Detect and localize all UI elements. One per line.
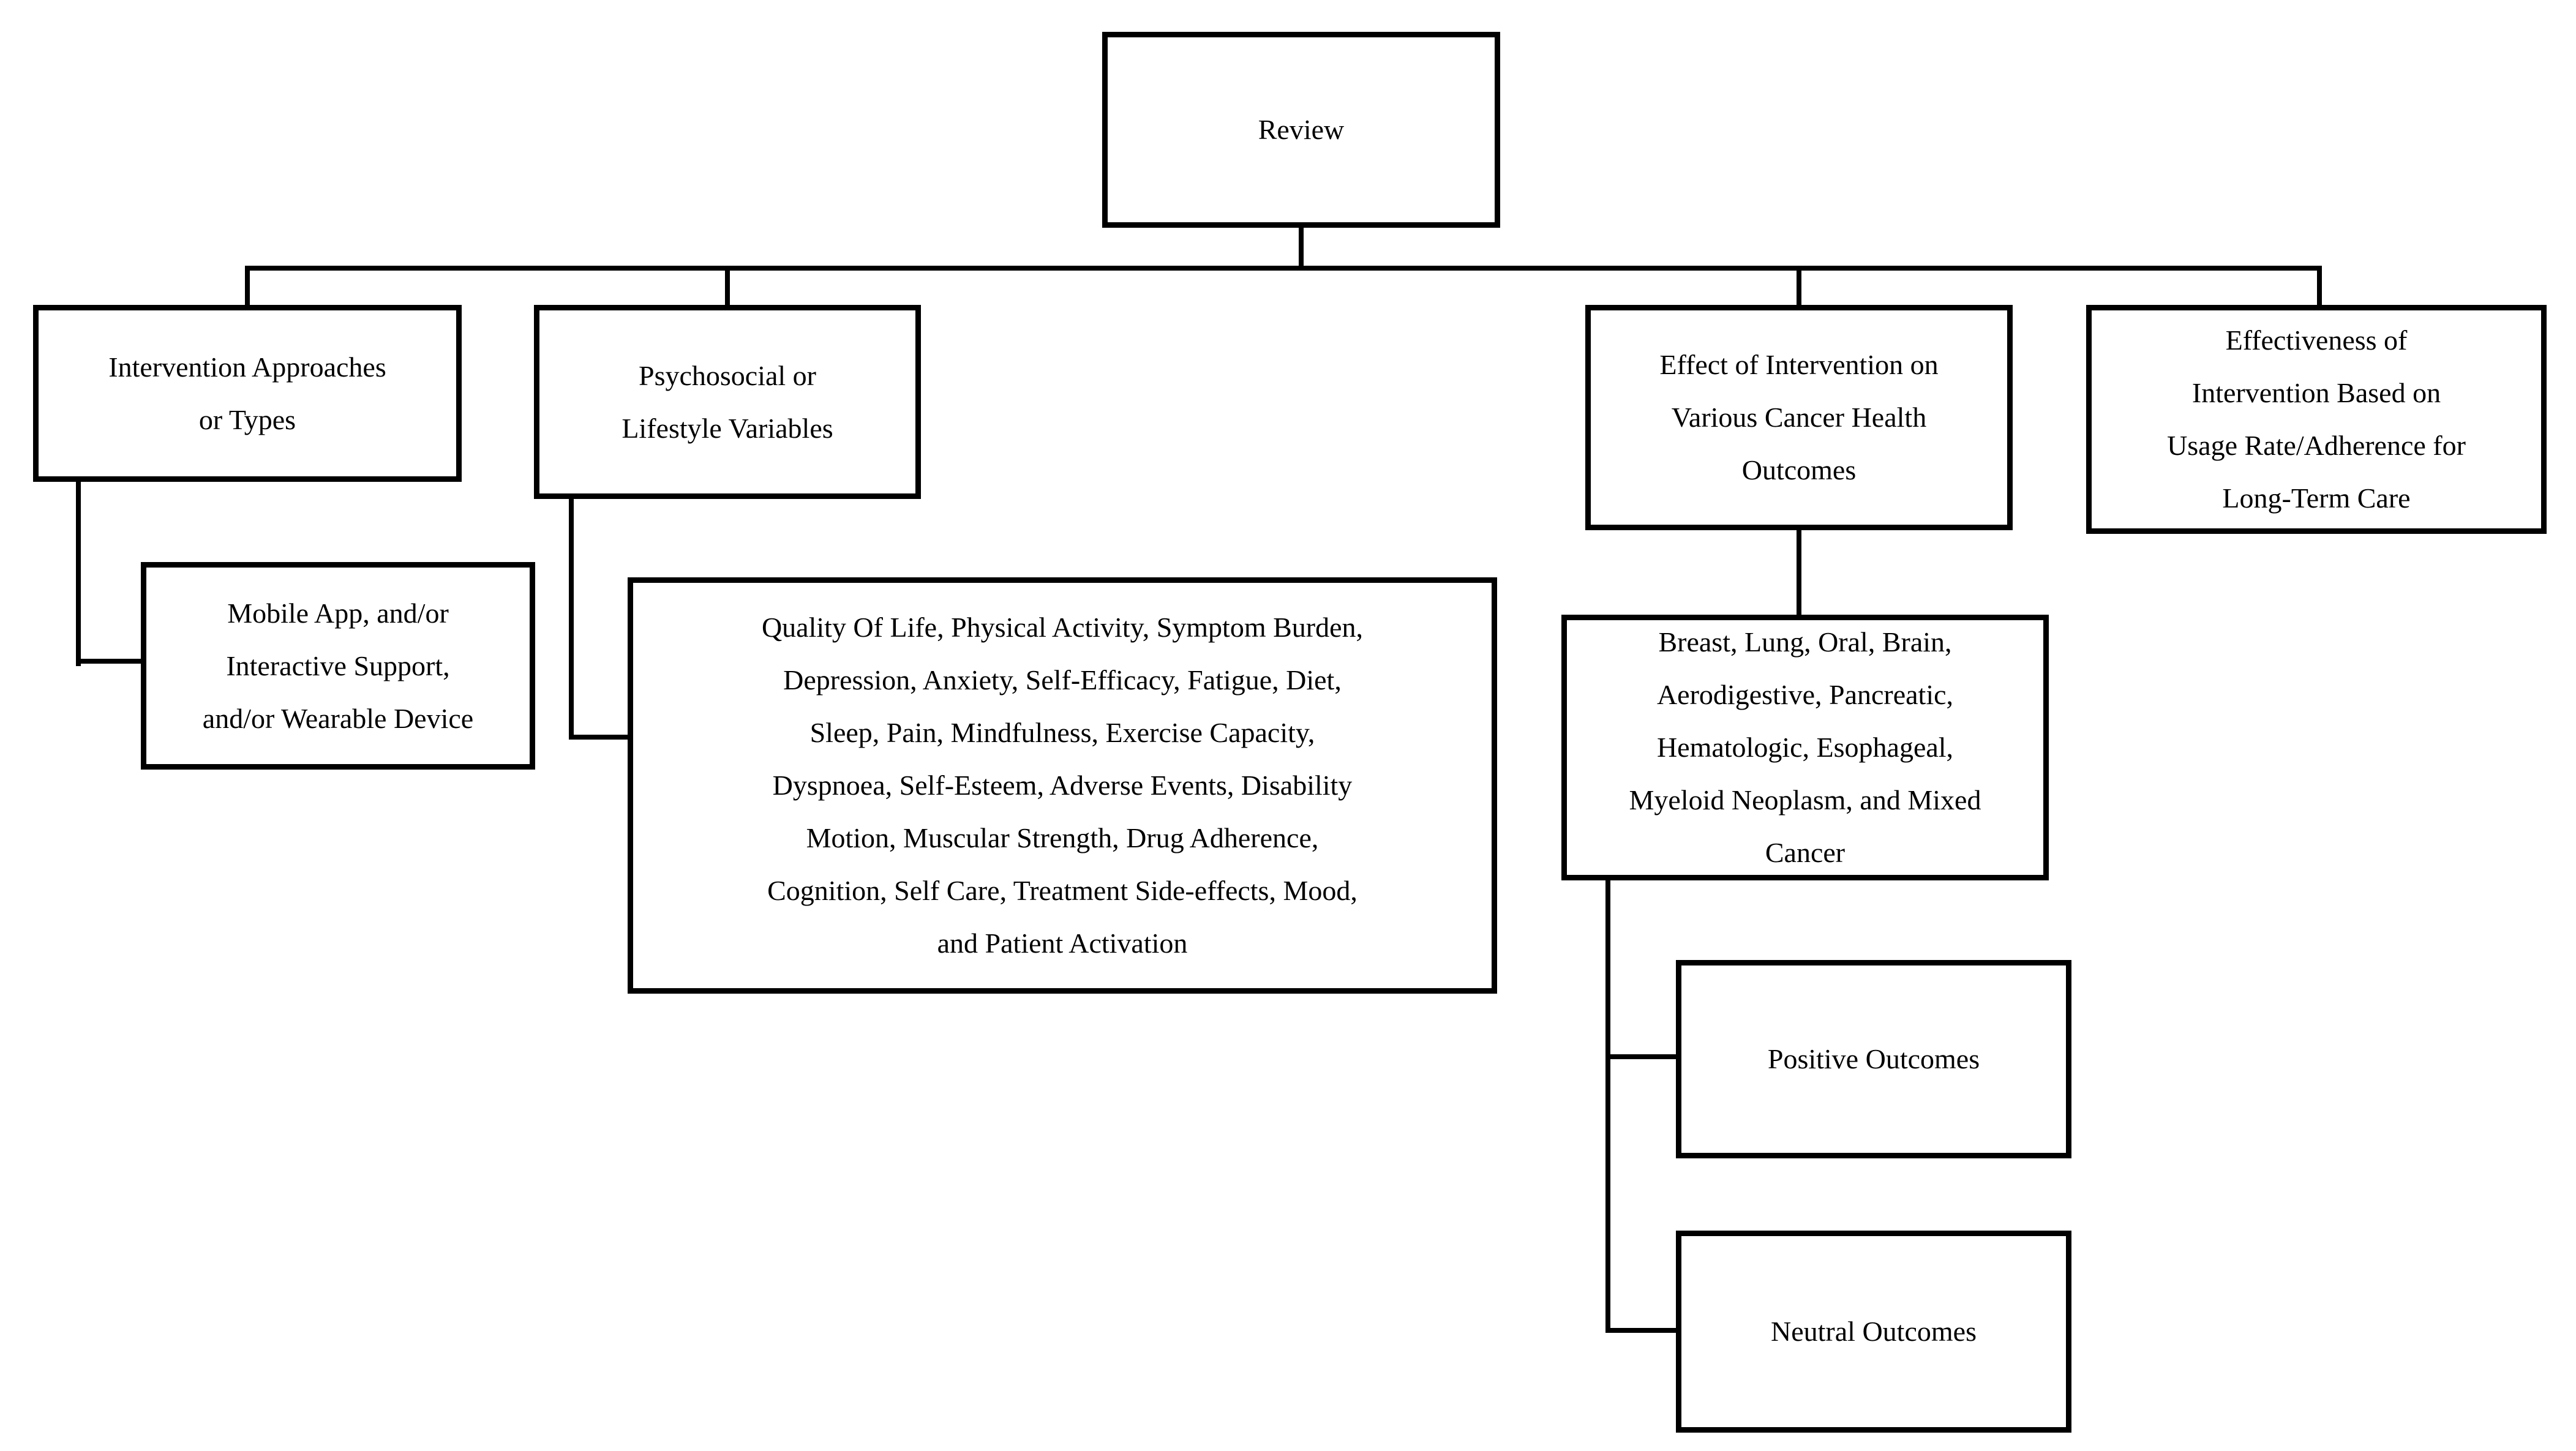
connector-intervention-mobile-horizontal: [76, 659, 141, 664]
node-cancer-types-label: Breast, Lung, Oral, Brain, Aerodigestive…: [1629, 626, 1981, 868]
connector-cancer-neutral: [1605, 1328, 1676, 1333]
connector-intervention-mobile-vertical: [76, 481, 81, 666]
node-intervention-types-label: Intervention Approaches or Types: [108, 351, 386, 435]
node-psychosocial-lifestyle: Psychosocial or Lifestyle Variables: [534, 305, 921, 499]
connector-cancer-outcomes-vertical: [1605, 879, 1610, 1333]
connector-review-stem: [1299, 228, 1304, 270]
node-cancer-types: Breast, Lung, Oral, Brain, Aerodigestive…: [1561, 615, 2049, 880]
node-psychosocial-lifestyle-label: Psychosocial or Lifestyle Variables: [621, 359, 833, 444]
node-review: Review: [1102, 32, 1500, 228]
connector-psychosocial-variables-vertical: [569, 498, 574, 740]
node-mobile-app-device-label: Mobile App, and/or Interactive Support, …: [202, 597, 474, 734]
node-review-label: Review: [1258, 114, 1345, 145]
node-positive-outcomes: Positive Outcomes: [1676, 960, 2071, 1158]
node-positive-outcomes-label: Positive Outcomes: [1767, 1043, 1980, 1074]
connector-cancer-positive: [1605, 1054, 1676, 1059]
connector-drop-intervention: [245, 266, 250, 306]
connector-drop-psychosocial: [725, 266, 730, 306]
node-effect-on-outcomes-label: Effect of Intervention on Various Cancer…: [1659, 349, 1939, 486]
connector-drop-effectiveness: [2317, 266, 2322, 306]
node-effectiveness-usage: Effectiveness of Intervention Based on U…: [2086, 305, 2547, 534]
node-effectiveness-usage-label: Effectiveness of Intervention Based on U…: [2167, 324, 2466, 514]
node-effect-on-outcomes: Effect of Intervention on Various Cancer…: [1585, 305, 2013, 530]
connector-effect-cancer: [1797, 528, 1801, 617]
node-variables-list: Quality Of Life, Physical Activity, Symp…: [628, 577, 1497, 994]
connector-main-horizontal: [245, 266, 2322, 271]
node-neutral-outcomes-label: Neutral Outcomes: [1771, 1316, 1977, 1347]
connector-psychosocial-variables-horizontal: [569, 735, 628, 740]
node-mobile-app-device: Mobile App, and/or Interactive Support, …: [141, 562, 535, 770]
node-neutral-outcomes: Neutral Outcomes: [1676, 1231, 2071, 1433]
node-intervention-types: Intervention Approaches or Types: [33, 305, 462, 482]
node-variables-list-label: Quality Of Life, Physical Activity, Symp…: [761, 612, 1364, 959]
connector-drop-effect: [1797, 266, 1801, 306]
